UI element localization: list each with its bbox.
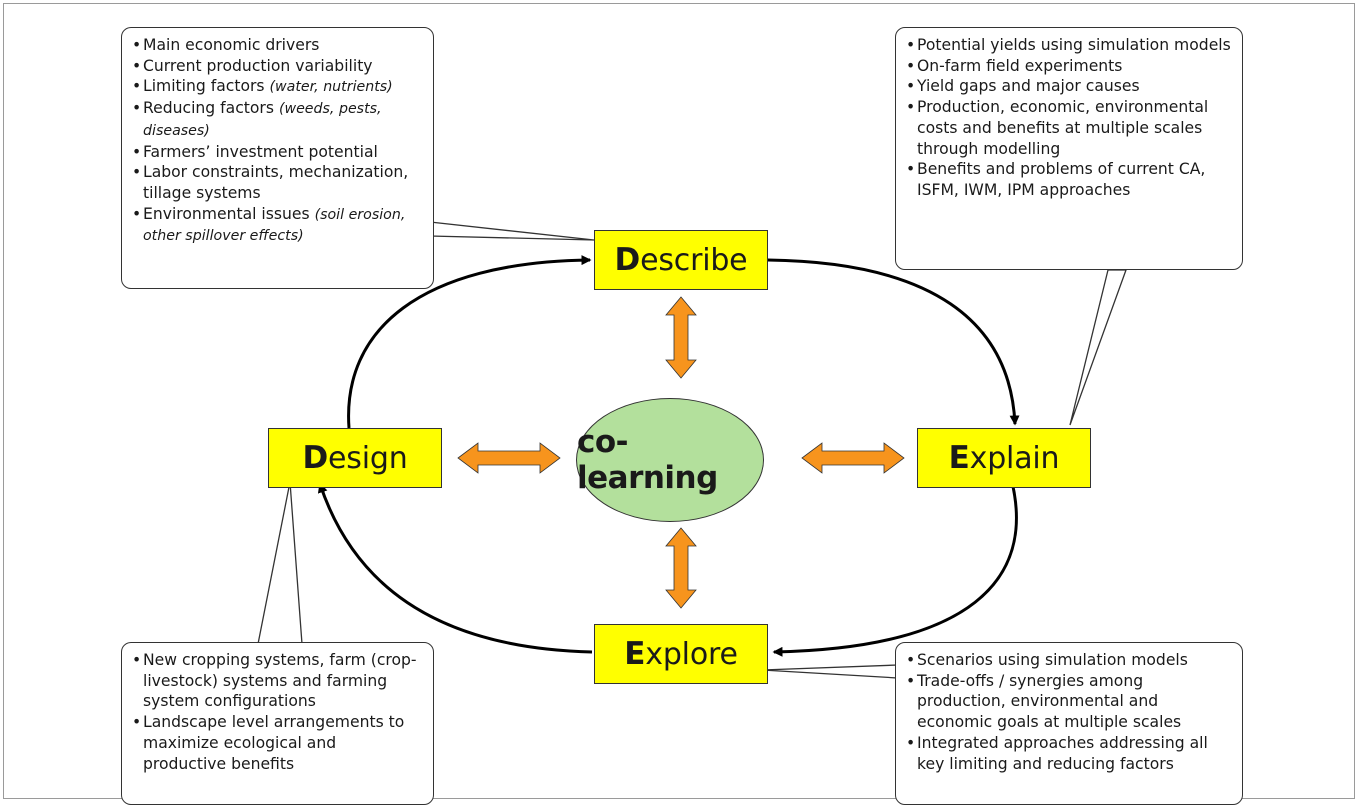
describe-node-rest: escribe bbox=[640, 242, 748, 278]
double-arrow-left bbox=[457, 442, 561, 474]
callout-bullet-text: Labor constraints, mechanization, tillag… bbox=[143, 163, 409, 202]
callout-bullet-note: (soil erosion, other spillover effects) bbox=[143, 206, 406, 245]
callout-bullet-text: Farmers’ investment potential bbox=[143, 142, 378, 161]
design-node-rest: esign bbox=[328, 440, 408, 476]
double-arrow-right bbox=[801, 442, 905, 474]
callout-bullet: Labor constraints, mechanization, tillag… bbox=[132, 162, 423, 203]
callout-bullet: Current production variability bbox=[132, 56, 423, 77]
co-learning-hub: co-learning bbox=[576, 398, 764, 522]
callout-bullet: Limiting factors (water, nutrients) bbox=[132, 76, 423, 98]
explain-callout-list: Potential yields using simulation models… bbox=[906, 35, 1232, 201]
callout-bullet-note: (water, nutrients) bbox=[269, 79, 393, 96]
callout-bullet: Reducing factors (weeds, pests, diseases… bbox=[132, 98, 423, 141]
explain-callout-pointer bbox=[1069, 269, 1127, 426]
callout-bullet-text: Potential yields using simulation models bbox=[917, 36, 1231, 54]
callout-bullet-text: Integrated approaches addressing all key… bbox=[917, 733, 1208, 773]
explain-callout: Potential yields using simulation models… bbox=[895, 27, 1243, 270]
explore-node-rest: xplore bbox=[645, 636, 738, 672]
cycle-arrow-design-to-describe bbox=[347, 255, 592, 429]
explore-callout-list: Scenarios using simulation modelsTrade-o… bbox=[906, 650, 1232, 774]
explore-node-initial: E bbox=[624, 636, 646, 672]
double-arrow-bottom bbox=[665, 527, 697, 609]
callout-bullet-text: Reducing factors bbox=[143, 99, 274, 118]
design-callout: New cropping systems, farm (crop-livesto… bbox=[121, 642, 434, 805]
co-learning-label: co-learning bbox=[577, 424, 718, 496]
explain-node-rest: xplain bbox=[969, 440, 1060, 476]
double-arrow-top bbox=[665, 296, 697, 379]
describe-node-initial: D bbox=[614, 242, 641, 278]
callout-bullet-text: Production, economic, environmental cost… bbox=[917, 98, 1209, 158]
callout-bullet: Trade-offs / synergies among production,… bbox=[906, 671, 1232, 733]
callout-bullet: On-farm field experiments bbox=[906, 56, 1232, 77]
design-callout-list: New cropping systems, farm (crop-livesto… bbox=[132, 650, 423, 774]
cycle-arrow-describe-to-explain bbox=[767, 258, 1020, 426]
cycle-arrow-explain-to-explore bbox=[772, 481, 1018, 657]
callout-bullet-text: Scenarios using simulation models bbox=[917, 651, 1188, 669]
describe-callout-list: Main economic driversCurrent production … bbox=[132, 35, 423, 247]
callout-bullet: Integrated approaches addressing all key… bbox=[906, 733, 1232, 774]
callout-bullet-note: (weeds, pests, diseases) bbox=[143, 101, 382, 139]
callout-bullet: Production, economic, environmental cost… bbox=[906, 97, 1232, 159]
explore-callout: Scenarios using simulation modelsTrade-o… bbox=[895, 642, 1243, 805]
figure-frame bbox=[3, 3, 1355, 799]
callout-bullet: Landscape level arrangements to maximize… bbox=[132, 712, 423, 774]
callout-bullet: New cropping systems, farm (crop-livesto… bbox=[132, 650, 423, 712]
callout-bullet-text: Landscape level arrangements to maximize… bbox=[143, 713, 405, 773]
callout-bullet: Scenarios using simulation models bbox=[906, 650, 1232, 671]
explain-node-initial: E bbox=[948, 440, 970, 476]
design-node-initial: D bbox=[302, 440, 329, 476]
callout-bullet-text: Benefits and problems of current CA, ISF… bbox=[917, 160, 1206, 199]
callout-bullet-text: Current production variability bbox=[143, 56, 373, 75]
describe-callout: Main economic driversCurrent production … bbox=[121, 27, 434, 289]
callout-bullet-text: Trade-offs / synergies among production,… bbox=[917, 671, 1182, 732]
callout-bullet-text: Limiting factors bbox=[143, 77, 265, 96]
callout-bullet: Farmers’ investment potential bbox=[132, 142, 423, 163]
explore-callout-pointer bbox=[761, 664, 899, 679]
callout-bullet-text: Main economic drivers bbox=[143, 36, 320, 54]
callout-bullet-text: On-farm field experiments bbox=[917, 56, 1123, 75]
callout-bullet: Benefits and problems of current CA, ISF… bbox=[906, 159, 1232, 200]
callout-bullet: Main economic drivers bbox=[132, 35, 423, 56]
design-callout-pointer bbox=[257, 481, 303, 645]
callout-bullet-text: Environmental issues bbox=[143, 204, 310, 223]
describe-callout-pointer bbox=[429, 221, 595, 241]
cycle-arrow-explore-to-design bbox=[317, 482, 593, 654]
callout-bullet: Environmental issues (soil erosion, othe… bbox=[132, 204, 423, 247]
callout-bullet-text: Yield gaps and major causes bbox=[917, 77, 1140, 96]
callout-bullet-text: New cropping systems, farm (crop-livesto… bbox=[143, 651, 417, 711]
callout-bullet: Potential yields using simulation models bbox=[906, 35, 1232, 56]
callout-bullet: Yield gaps and major causes bbox=[906, 76, 1232, 97]
